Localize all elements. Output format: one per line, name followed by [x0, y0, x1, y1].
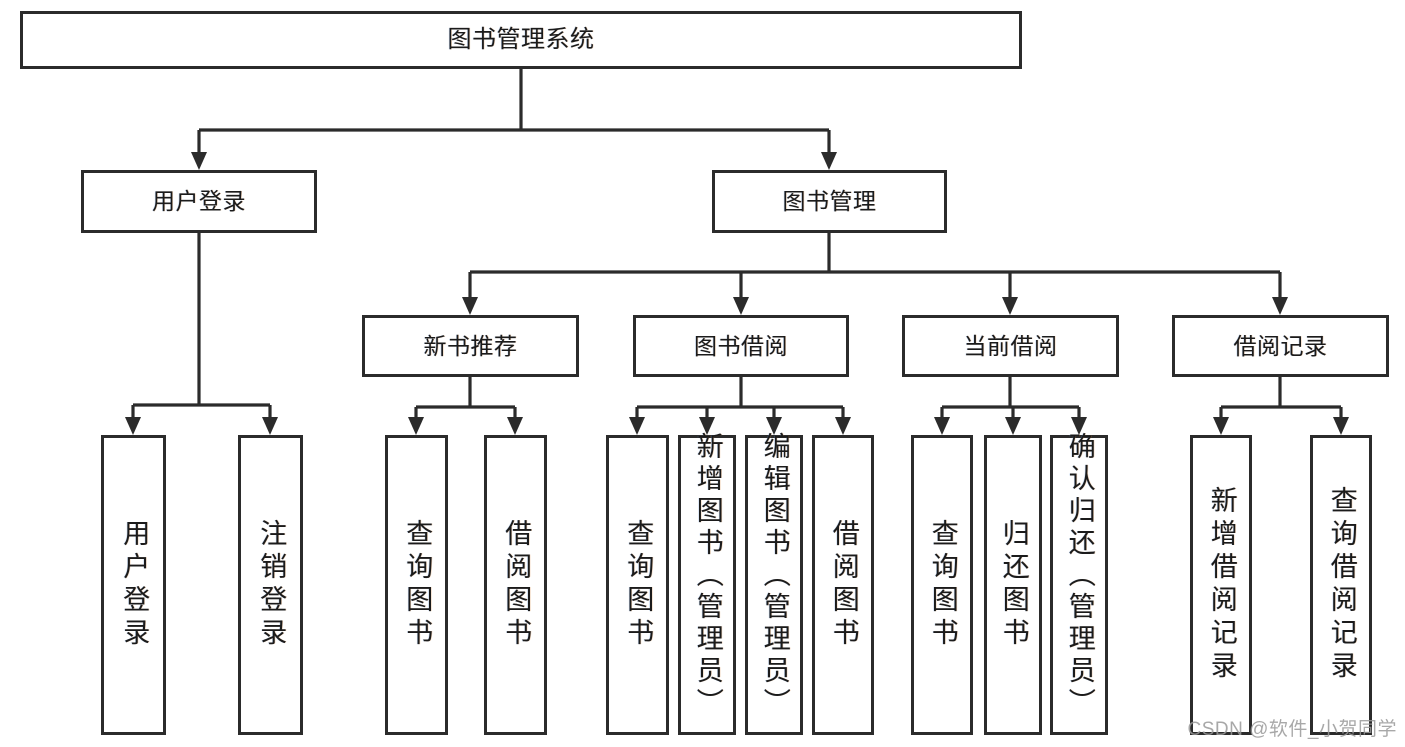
leaf-label: 查询借阅记录 [1326, 486, 1357, 684]
arrow-newbook [462, 297, 478, 315]
leaf-label: 注销登录 [256, 519, 287, 651]
csdn-watermark: CSDN @软件_小贺同学 [1187, 719, 1397, 740]
arrow-record [1272, 297, 1288, 315]
arrow-q-newbook [408, 417, 424, 435]
leaf-label: 查询图书 [623, 519, 654, 651]
leaf-label: 确认归还（管理员） [1064, 432, 1095, 720]
leaf-label: 查询图书 [927, 519, 958, 651]
node-label: 图书借阅 [694, 332, 788, 359]
node-label: 当前借阅 [963, 332, 1058, 359]
leaf-label: 用户登录 [119, 519, 150, 651]
leaf-query-borrow-record[interactable]: 查询借阅记录 [1310, 435, 1372, 735]
arrow-q-borrow [629, 417, 645, 435]
arrow-userlogin [125, 417, 141, 435]
leaf-label: 编辑图书（管理员） [759, 432, 790, 720]
leaf-logout[interactable]: 注销登录 [238, 435, 303, 735]
leaf-add-book-admin[interactable]: 新增图书（管理员） [678, 432, 736, 735]
node-label: 新书推荐 [423, 332, 518, 359]
arrow-b-newbook [507, 417, 523, 435]
arrow-return [1005, 417, 1021, 435]
leaf-query-book-current[interactable]: 查询图书 [911, 435, 973, 735]
node-borrow-records[interactable]: 借阅记录 [1172, 315, 1389, 377]
node-new-book-recommend[interactable]: 新书推荐 [362, 315, 579, 377]
leaf-borrow-book[interactable]: 借阅图书 [812, 435, 874, 735]
arrow-login [191, 152, 207, 170]
node-book-borrowing[interactable]: 图书借阅 [633, 315, 849, 377]
arrow-q-current [934, 417, 950, 435]
leaf-query-book-borrow[interactable]: 查询图书 [606, 435, 669, 735]
node-label: 借阅记录 [1233, 332, 1328, 359]
arrow-add-rec [1213, 417, 1229, 435]
leaf-label: 借阅图书 [501, 519, 532, 651]
leaf-label: 新增借阅记录 [1206, 486, 1237, 684]
leaf-add-borrow-record[interactable]: 新增借阅记录 [1190, 435, 1252, 735]
leaf-confirm-return-admin[interactable]: 确认归还（管理员） [1050, 432, 1108, 735]
node-root-system[interactable]: 图书管理系统 [20, 11, 1022, 69]
leaf-edit-book-admin[interactable]: 编辑图书（管理员） [745, 432, 803, 735]
leaf-label: 归还图书 [998, 519, 1029, 651]
node-label: 图书管理 [782, 188, 877, 215]
node-user-login[interactable]: 用户登录 [81, 170, 317, 233]
node-label: 用户登录 [152, 188, 246, 215]
node-label: 图书管理系统 [447, 26, 595, 54]
arrow-q-rec [1333, 417, 1349, 435]
arrow-borrow [733, 297, 749, 315]
leaf-query-book-newbook[interactable]: 查询图书 [385, 435, 448, 735]
arrow-current [1002, 297, 1018, 315]
node-book-management[interactable]: 图书管理 [712, 170, 947, 233]
leaf-label: 查询图书 [402, 519, 433, 651]
leaf-user-login[interactable]: 用户登录 [101, 435, 166, 735]
leaf-label: 借阅图书 [828, 519, 859, 651]
arrow-logout [262, 417, 278, 435]
leaf-return-book[interactable]: 归还图书 [984, 435, 1042, 735]
leaf-label: 新增图书（管理员） [692, 432, 723, 720]
node-current-borrowing[interactable]: 当前借阅 [902, 315, 1119, 377]
leaf-borrow-book-newbook[interactable]: 借阅图书 [484, 435, 547, 735]
arrow-borrow-book [835, 417, 851, 435]
arrow-bookmgmt [821, 152, 837, 170]
